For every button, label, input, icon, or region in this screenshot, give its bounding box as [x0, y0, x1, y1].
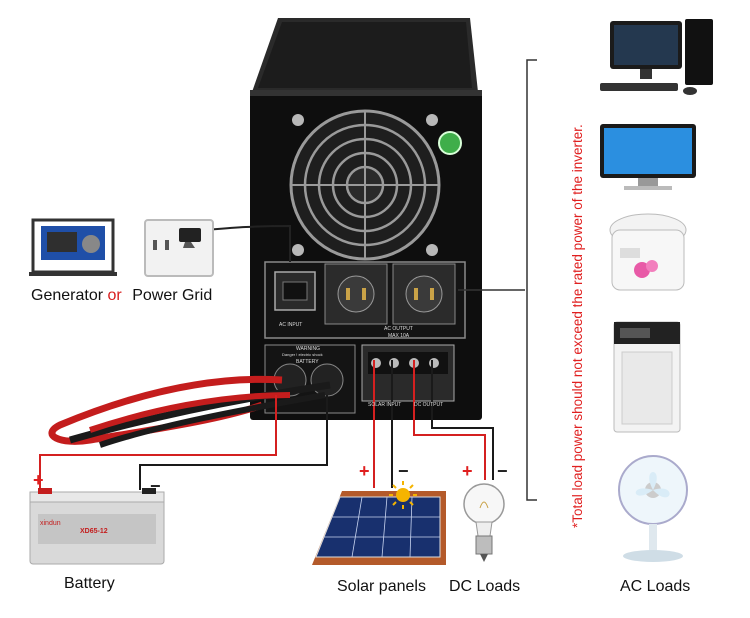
warning-label: WARNING [296, 346, 320, 352]
tv-icon [598, 122, 698, 192]
dc-load-plus: + [462, 461, 473, 481]
electric-fan-icon [610, 452, 696, 564]
ac-input-label: AC INPUT [279, 322, 303, 328]
washing-machine-icon [610, 318, 685, 436]
battery-label: Battery [64, 575, 115, 592]
solar-input-label: SOLAR INPUT [368, 402, 402, 408]
wall-socket-image [143, 218, 215, 278]
ac-output-label: AC OUTPUT [384, 326, 413, 332]
or-label: or [107, 287, 122, 304]
generator-or-grid-label: Generator or Power Grid [31, 287, 212, 305]
battery-brand: xindun [40, 520, 61, 527]
battery-image [28, 488, 166, 566]
ac-output-max-label: MAX 10A [388, 333, 410, 339]
dc-load-minus: − [497, 461, 508, 481]
desktop-computer-icon [590, 15, 720, 100]
ac-loads-label: AC Loads [620, 578, 691, 595]
dc-loads-label: DC Loads [449, 578, 521, 595]
solar-minus: − [398, 461, 409, 481]
load-power-note-text: *Total load power should not exceed the … [570, 124, 585, 528]
load-power-note: *Total load power should not exceed the … [548, 48, 585, 528]
battery-minus: − [150, 476, 161, 496]
warning-sub-label: Danger ! electric shock [282, 352, 323, 357]
rice-cooker-icon [606, 208, 691, 300]
battery-model: XD65-12 [80, 528, 108, 535]
sun-icon [388, 480, 418, 510]
fan-grille [289, 109, 441, 261]
generator-image [25, 212, 120, 284]
generator-label: Generator [31, 287, 104, 304]
dc-output-label: DC OUTPUT [414, 402, 444, 408]
battery-port-label: BATTERY [296, 359, 319, 365]
light-bulb-icon [462, 478, 506, 568]
battery-plus: + [33, 470, 44, 490]
solar-panels-label: Solar panels [337, 578, 426, 595]
solar-plus: + [359, 461, 370, 481]
solar-panel-image [312, 487, 446, 569]
power-grid-label: Power Grid [132, 287, 213, 304]
